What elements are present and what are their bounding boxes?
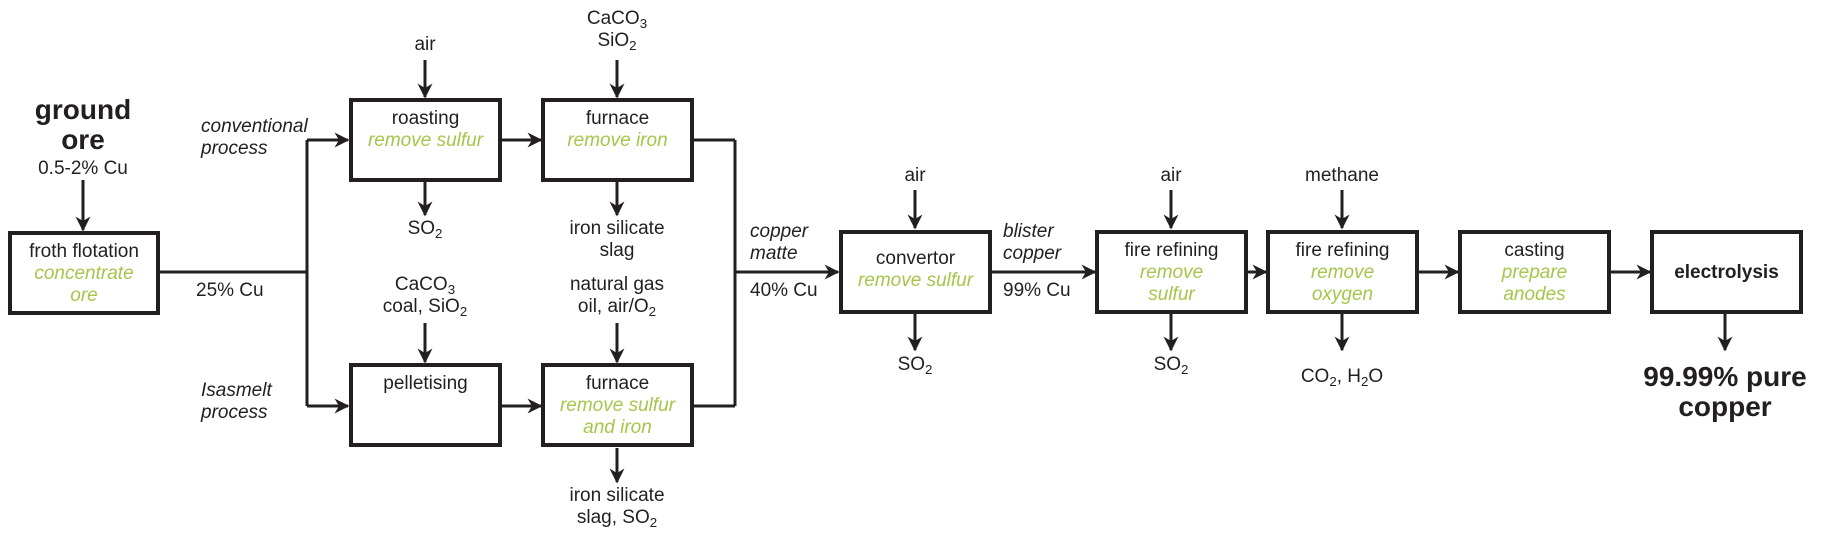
furnace-conv-output: iron silicate slag	[557, 218, 677, 262]
matte-grade-label: 40% Cu	[750, 280, 818, 301]
fire-refining-sulfur-sub2: sulfur	[1148, 284, 1195, 305]
furnace-conv-output-line1: iron silicate	[569, 218, 665, 239]
pelletising-input: CaCO3 coal, SiO2	[365, 274, 485, 318]
furnace-conventional-box: furnace remove iron	[541, 98, 694, 182]
conventional-line1: conventional	[201, 116, 308, 137]
ground-ore-line1: ground	[34, 94, 132, 125]
conventional-line2: process	[201, 138, 268, 159]
fire-refining-sulfur-sub1: remove	[1139, 262, 1204, 283]
fire-refining-sulfur-title: fire refining	[1124, 240, 1219, 261]
pure-copper-line1: 99.99% pure	[1643, 361, 1807, 392]
furnace-isa-input-line2: oil, air/O2	[577, 296, 657, 319]
froth-flotation-box: froth flotation concentrate ore	[8, 231, 160, 315]
conventional-process-label: conventional process	[201, 116, 308, 160]
furnace-conv-output-line2: slag	[599, 240, 635, 261]
furnace-isa-input: natural gas oil, air/O2	[557, 274, 677, 318]
convertor-input-air: air	[904, 165, 926, 186]
furnace-isa-output-line2: slag, SO2	[576, 507, 658, 530]
copper-matte-line2: matte	[750, 243, 798, 264]
furnace-conv-input-caco3: CaCO3	[586, 8, 648, 31]
convertor-box: convertor remove sulfur	[839, 230, 992, 314]
casting-sub1: prepare	[1501, 262, 1568, 283]
copper-matte-label: copper matte	[750, 221, 808, 265]
furnace-conv-input: CaCO3 SiO2	[567, 8, 667, 52]
furnace-isa-output: iron silicate slag, SO2	[557, 485, 677, 529]
furnace-isa-input-line1: natural gas	[569, 274, 664, 295]
ore-grade-label: 0.5-2% Cu	[38, 158, 128, 179]
convertor-title: convertor	[875, 248, 956, 269]
casting-title: casting	[1504, 240, 1565, 261]
electrolysis-title: electrolysis	[1674, 262, 1779, 283]
furnace-isasmelt-box: furnace remove sulfur and iron	[541, 363, 694, 447]
fire-refining-sulfur-box: fire refining remove sulfur	[1095, 230, 1248, 314]
roasting-sub: remove sulfur	[367, 130, 484, 151]
roasting-title: roasting	[391, 108, 460, 129]
fire-refining-oxygen-sub2: oxygen	[1311, 284, 1374, 305]
fire1-output-so2: SO2	[1153, 354, 1189, 377]
convertor-sub: remove sulfur	[857, 270, 974, 291]
blister-copper-line2: copper	[1003, 243, 1062, 264]
pelletising-input-coal-sio2: coal, SiO2	[382, 296, 468, 319]
blister-copper-line1: blister	[1003, 221, 1054, 242]
furnace-isasmelt-sub2: and iron	[583, 417, 652, 438]
blister-copper-label: blister copper	[1003, 221, 1061, 265]
isasmelt-line1: Isasmelt	[201, 380, 272, 401]
furnace-isasmelt-title: furnace	[585, 373, 650, 394]
concentrate-grade-label: 25% Cu	[196, 280, 264, 301]
roasting-output-so2: SO2	[407, 218, 443, 241]
pelletising-box: pelletising	[349, 363, 502, 447]
froth-flotation-sub1: concentrate	[34, 263, 134, 284]
fire1-input-air: air	[1160, 165, 1182, 186]
fire-refining-oxygen-sub1: remove	[1310, 262, 1375, 283]
roasting-input-air: air	[414, 34, 436, 55]
electrolysis-box: electrolysis	[1650, 230, 1803, 314]
ground-ore-line2: ore	[61, 124, 105, 155]
froth-flotation-title: froth flotation	[29, 241, 139, 262]
fire-refining-oxygen-box: fire refining remove oxygen	[1266, 230, 1419, 314]
pelletising-title: pelletising	[383, 373, 468, 394]
convertor-output-so2: SO2	[897, 354, 933, 377]
pelletising-input-caco3: CaCO3	[394, 274, 456, 297]
pure-copper-line2: copper	[1678, 391, 1772, 422]
furnace-isasmelt-sub1: remove sulfur	[559, 395, 676, 416]
pure-copper-label: 99.99% pure copper	[1620, 362, 1828, 422]
fire-refining-oxygen-title: fire refining	[1295, 240, 1390, 261]
casting-box: casting prepare anodes	[1458, 230, 1611, 314]
isasmelt-process-label: Isasmelt process	[201, 380, 272, 424]
isasmelt-line2: process	[201, 402, 268, 423]
fire2-input-methane: methane	[1305, 165, 1379, 186]
fire2-output-co2-h2o: CO2, H2O	[1300, 366, 1384, 389]
roasting-box: roasting remove sulfur	[349, 98, 502, 182]
froth-flotation-sub2: ore	[70, 285, 98, 306]
furnace-isa-output-line1: iron silicate	[569, 485, 665, 506]
ground-ore-label: ground ore	[28, 95, 138, 155]
furnace-conv-input-sio2: SiO2	[597, 30, 637, 53]
furnace-conventional-sub: remove iron	[567, 130, 668, 151]
casting-sub2: anodes	[1503, 284, 1566, 305]
blister-grade-label: 99% Cu	[1003, 280, 1071, 301]
furnace-conventional-title: furnace	[585, 108, 650, 129]
copper-matte-line1: copper	[750, 221, 809, 242]
